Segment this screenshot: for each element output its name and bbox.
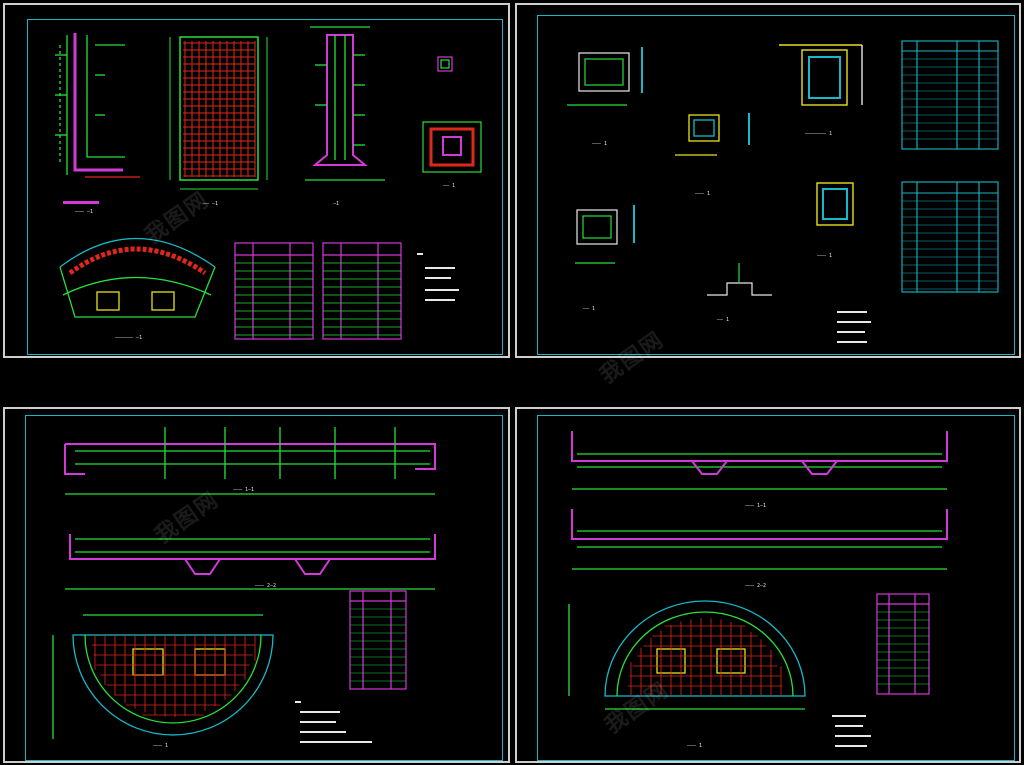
longitudinal-section-2: ——— 2—2 bbox=[65, 534, 436, 590]
title-frame-4 bbox=[537, 415, 1015, 761]
svg-text:——— 2—2: ——— 2—2 bbox=[255, 583, 276, 589]
sheet-4-drawing: ——— 1—1 ——— 2—2 ——— 1 bbox=[568, 431, 948, 749]
general-notes-3 bbox=[295, 701, 372, 743]
general-notes-4 bbox=[832, 715, 871, 747]
svg-text:——— 1—1: ——— 1—1 bbox=[745, 503, 766, 509]
sheet-3-drawing: ——— 1—1 ——— 2—2 ——— 1 bbox=[52, 427, 436, 749]
svg-text:——————— 1: ——————— 1 bbox=[805, 131, 832, 137]
column-elevation: —1 bbox=[305, 26, 385, 207]
svg-text:—————— —1: —————— —1 bbox=[115, 335, 142, 341]
svg-text:—— 1: —— 1 bbox=[717, 317, 729, 323]
drawing-sheet-3: ——— 1—1 ——— 2—2 ——— 1 bbox=[3, 407, 510, 763]
svg-text:——— 1—1: ——— 1—1 bbox=[233, 487, 254, 493]
svg-text:——— 1: ——— 1 bbox=[592, 141, 607, 147]
column-section-1: ——— 1 bbox=[567, 47, 643, 147]
rebar-schedule-table-a bbox=[234, 242, 314, 340]
svg-text:——— 1: ——— 1 bbox=[817, 253, 832, 259]
rebar-table-3 bbox=[349, 590, 407, 690]
beam-detail-yellow: ——— 1 bbox=[675, 113, 750, 197]
rebar-schedule-table-b bbox=[322, 242, 402, 340]
svg-text:——— 1: ——— 1 bbox=[695, 191, 710, 197]
longitudinal-section-3: ——— 1—1 bbox=[571, 431, 948, 509]
large-section-yellow: ——————— 1 bbox=[779, 44, 863, 137]
longitudinal-section-4: ——— 2—2 bbox=[571, 509, 948, 589]
svg-text:——— 2—2: ——— 2—2 bbox=[745, 583, 766, 589]
fan-shaped-plan: —————— —1 bbox=[59, 237, 216, 341]
sheet-2-drawing: ——— 1 ——— 1 —— 1 —— 1 ——————— 1 bbox=[567, 40, 999, 343]
semicircle-plan: ——— 1 bbox=[52, 614, 274, 749]
footing-detail: —— 1 bbox=[707, 263, 772, 323]
drawing-sheet-4: ——— 1—1 ——— 2—2 ——— 1 bbox=[515, 407, 1021, 763]
rebar-table-top bbox=[901, 40, 999, 150]
longitudinal-section-1: ——— 1—1 bbox=[64, 427, 436, 495]
small-detail-top bbox=[437, 56, 453, 72]
wall-section-view: ——— —1 bbox=[55, 33, 140, 215]
small-section-yellow: ——— 1 bbox=[816, 182, 854, 259]
svg-text:—1: —1 bbox=[333, 201, 339, 207]
semicircle-plan-2: ——— 1 bbox=[568, 600, 806, 749]
sheet-1-drawing: ——— —1 —— —1 —1 bbox=[55, 26, 482, 341]
svg-text:—— —1: —— —1 bbox=[203, 201, 218, 207]
reinforcement-mesh-plan: —— —1 bbox=[169, 36, 268, 207]
title-frame-2 bbox=[537, 15, 1015, 355]
drawing-sheet-1: ——— —1 —— —1 —1 bbox=[3, 3, 510, 358]
svg-text:—— 1: —— 1 bbox=[583, 306, 595, 312]
svg-text:—— 1: —— 1 bbox=[443, 183, 455, 189]
pile-cap-detail: —— 1 bbox=[422, 121, 482, 189]
general-notes-2 bbox=[837, 311, 871, 343]
column-section-2: —— 1 bbox=[575, 205, 635, 312]
general-notes-1 bbox=[417, 253, 459, 301]
title-frame-3 bbox=[25, 415, 503, 761]
svg-text:——— —1: ——— —1 bbox=[75, 209, 93, 215]
svg-text:——— 1: ——— 1 bbox=[687, 743, 702, 749]
rebar-table-bottom bbox=[901, 181, 999, 293]
svg-text:——— 1: ——— 1 bbox=[153, 743, 168, 749]
title-frame-1 bbox=[27, 19, 503, 355]
drawing-sheet-2: ——— 1 ——— 1 —— 1 —— 1 ——————— 1 bbox=[515, 3, 1021, 358]
